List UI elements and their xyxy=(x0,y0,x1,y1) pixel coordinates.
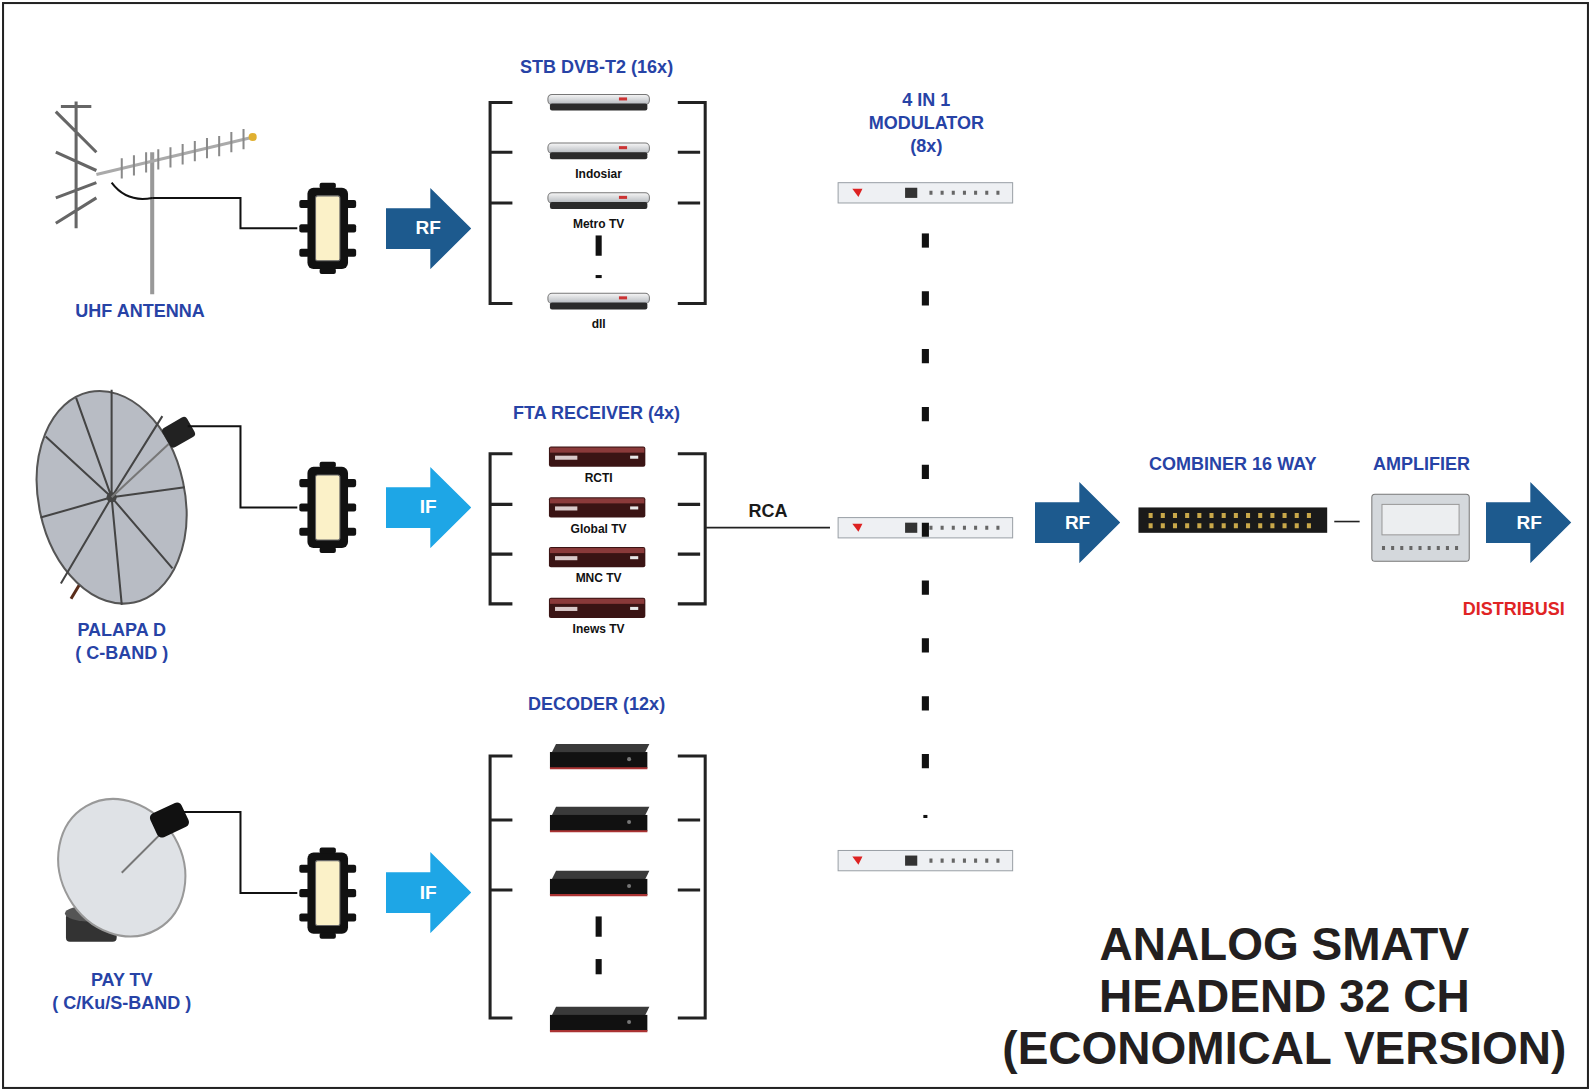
frame xyxy=(3,3,1588,1088)
node-label: RF xyxy=(416,217,441,239)
splitter xyxy=(299,183,356,274)
node-label: MNC TV xyxy=(576,571,622,585)
ellipsis-mark xyxy=(596,959,602,974)
antenna-unit: PALAPA D( C-BAND ) xyxy=(30,386,213,667)
note-label: DISTRIBUSI xyxy=(1433,598,1591,620)
fta-device xyxy=(549,497,645,517)
signal-arrow: RF xyxy=(1486,482,1571,563)
node-label: ( C/Ku/S-BAND ) xyxy=(52,992,191,1015)
fta-device xyxy=(549,547,645,567)
node-label: COMBINER 16 WAY xyxy=(1149,453,1316,476)
node-label: AMPLIFIER xyxy=(1373,453,1470,476)
block-arrow xyxy=(386,188,471,269)
bracket xyxy=(490,756,705,1018)
diagram-title: ANALOG SMATV HEADEND 32 CH (ECONOMICAL V… xyxy=(989,918,1579,1074)
block-arrow xyxy=(386,467,471,548)
node-label: IF xyxy=(420,496,437,518)
cable xyxy=(188,426,298,507)
node-label: ( C-BAND ) xyxy=(75,642,168,665)
equipment-group: FTA RECEIVER (4x) RCTI Global TV MNC TV Inew… xyxy=(487,402,706,641)
node-label: PAY TV xyxy=(91,969,153,992)
palapa-dish-drawing xyxy=(18,377,206,618)
fta-device xyxy=(549,598,645,618)
ellipsis-mark xyxy=(923,815,927,818)
signal-arrow: IF xyxy=(386,852,471,933)
node-label: IF xyxy=(420,882,437,904)
antenna-unit: PAY TV( C/Ku/S-BAND ) xyxy=(30,797,213,1017)
splitter xyxy=(299,462,356,553)
node-label: 4 IN 1 MODULATOR (8x) xyxy=(861,89,991,158)
device-unit: Indosiar xyxy=(538,140,660,181)
device-unit: MNC TV xyxy=(538,545,660,586)
ellipsis-mark xyxy=(596,275,602,278)
connector-line xyxy=(706,527,830,529)
cable xyxy=(183,812,298,893)
equipment-group: COMBINER 16 WAY xyxy=(1131,453,1334,544)
amplifier-drawing xyxy=(1372,494,1469,561)
stb-device xyxy=(548,143,649,159)
signal-arrow: IF xyxy=(386,467,471,548)
node-label: UHF ANTENNA xyxy=(75,300,204,323)
equipment-group: AMPLIFIER xyxy=(1360,453,1484,567)
ellipsis-mark xyxy=(596,916,602,936)
decoder-device xyxy=(550,744,649,768)
decoder-device xyxy=(550,1007,649,1031)
block-arrow xyxy=(1035,482,1120,563)
node-label: Metro TV xyxy=(573,217,624,231)
stb-device xyxy=(548,293,649,309)
block-arrow xyxy=(1486,482,1571,563)
signal-arrow: RF xyxy=(1035,482,1120,563)
node-label: PALAPA D xyxy=(77,619,166,642)
device-unit: Inews TV xyxy=(538,596,660,637)
block-arrow xyxy=(386,852,471,933)
bracket xyxy=(490,103,705,304)
device-unit: dll xyxy=(538,290,660,331)
device-unit: RCTI xyxy=(538,444,660,485)
node-label: FTA RECEIVER (4x) xyxy=(513,402,680,425)
paytv-dish-drawing xyxy=(34,776,210,960)
stb-device xyxy=(548,193,649,209)
decoder-device xyxy=(550,871,649,895)
device-unit: Metro TV xyxy=(538,191,660,232)
cable xyxy=(152,198,297,228)
stb-device xyxy=(548,94,649,110)
node-label: STB DVB-T2 (16x) xyxy=(520,56,673,79)
node-label: RF xyxy=(1516,512,1541,534)
equipment-group: DECODER (12x) xyxy=(487,693,706,1028)
connector-line xyxy=(1334,521,1359,523)
node-label: DECODER (12x) xyxy=(528,693,665,716)
ellipsis-mark xyxy=(596,235,602,255)
node-label: RF xyxy=(1065,512,1090,534)
node-label: Global TV xyxy=(571,522,627,536)
decoder-device xyxy=(550,807,649,831)
device-unit: Global TV xyxy=(538,495,660,536)
antenna-unit: UHF ANTENNA xyxy=(39,89,242,324)
equipment-group: STB DVB-T2 (16x) IndosiarMetro TV dll xyxy=(487,56,706,342)
node-label: Indosiar xyxy=(575,167,622,181)
connector-label: RCA xyxy=(747,500,790,522)
modulator-device xyxy=(838,850,1013,870)
bracket xyxy=(490,454,705,604)
node-label: dll xyxy=(592,317,606,331)
node-label: RCTI xyxy=(585,471,613,485)
equipment-group: 4 IN 1 MODULATOR (8x) xyxy=(830,89,1023,880)
modulator-device xyxy=(838,183,1013,203)
signal-arrow: RF xyxy=(386,188,471,269)
ellipsis-mark xyxy=(922,233,929,801)
fta-device xyxy=(549,447,645,467)
splitter xyxy=(299,847,356,938)
combiner-drawing xyxy=(1138,507,1327,532)
node-label: Inews TV xyxy=(573,622,625,636)
